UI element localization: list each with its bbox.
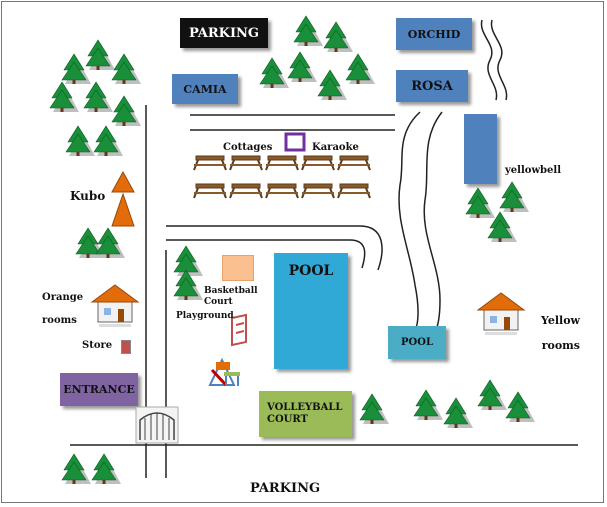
basketball-court-label: Basketball Court: [204, 286, 258, 307]
picnic-table-icon: [337, 155, 371, 171]
pine-tree-icon: [487, 211, 517, 242]
yellowbell-label: yellowbell: [505, 165, 562, 176]
parking-top-label: PARKING: [188, 25, 260, 41]
yellow-rooms-label: Yellow rooms: [540, 314, 580, 352]
cottages-label: Cottages: [223, 142, 273, 153]
river-right: [423, 111, 443, 331]
picnic-table-icon: [193, 183, 227, 199]
pine-tree-icon: [95, 227, 125, 258]
entrance-box: ENTRANCE: [60, 373, 138, 406]
camia-box: CAMIA: [172, 74, 238, 104]
volleyball-court-box: VOLLEYBALL COURT: [259, 391, 352, 437]
pine-tree-icon: [173, 245, 203, 276]
pine-tree-icon: [443, 397, 473, 428]
river-left: [398, 111, 421, 331]
pine-tree-icon: [477, 379, 507, 410]
pine-tree-icon: [293, 15, 323, 46]
pine-tree-icon: [173, 269, 203, 300]
rosa-box: ROSA: [396, 70, 468, 102]
pine-tree-icon: [259, 57, 289, 88]
stream-left: [480, 19, 498, 101]
small-pool-box: POOL: [388, 326, 446, 359]
parking-bottom-label: PARKING: [250, 481, 321, 496]
picnic-table-icon: [337, 183, 371, 199]
karaoke-label: Karaoke: [312, 142, 359, 153]
picnic-table-icon: [229, 155, 263, 171]
pine-tree-icon: [111, 53, 141, 84]
picnic-table-icon: [301, 183, 335, 199]
picnic-table-icon: [265, 155, 299, 171]
pine-tree-icon: [49, 81, 79, 112]
stream-right: [490, 19, 508, 101]
picnic-table-icon: [265, 183, 299, 199]
pine-tree-icon: [359, 393, 389, 424]
playground-label: Playground: [176, 311, 234, 321]
playground-icon: [208, 357, 240, 387]
picnic-table-icon: [193, 155, 227, 171]
volleyball-court-label: VOLLEYBALL COURT: [267, 402, 343, 425]
camia-label: CAMIA: [183, 82, 227, 96]
rosa-label: ROSA: [411, 78, 453, 94]
orange-rooms-label: Orange rooms: [42, 292, 84, 326]
pine-tree-icon: [317, 69, 347, 100]
kubo-icon: [111, 170, 135, 227]
pool-main-label: POOL: [288, 263, 334, 279]
entrance-label: ENTRANCE: [63, 383, 135, 396]
pine-tree-icon: [75, 227, 105, 258]
store-label: Store: [82, 340, 113, 351]
orchid-box: ORCHID: [396, 18, 472, 50]
pine-tree-icon: [65, 125, 95, 156]
pine-tree-icon: [345, 53, 375, 84]
orange-rooms-house-icon: [90, 284, 140, 327]
pine-tree-icon: [61, 53, 91, 84]
pine-tree-icon: [85, 39, 115, 70]
karaoke-icon: [284, 132, 306, 152]
path-curve-outer: [166, 225, 383, 271]
parking-top-box: PARKING: [180, 18, 268, 48]
pine-tree-icon: [93, 125, 123, 156]
pine-tree-icon: [323, 21, 353, 52]
pine-tree-icon: [465, 187, 495, 218]
picnic-table-icon: [229, 183, 263, 199]
pine-tree-icon: [83, 81, 113, 112]
pine-tree-icon: [505, 391, 535, 422]
pine-tree-icon: [111, 95, 141, 126]
pool-main: POOL: [274, 253, 348, 369]
picnic-table-icon: [301, 155, 335, 171]
store-marker: [121, 340, 131, 354]
basketball-court-box: [222, 255, 254, 281]
trees: [49, 15, 535, 484]
orchid-label: ORCHID: [407, 27, 461, 41]
basketball-hoop-icon: [231, 313, 247, 347]
pine-tree-icon: [91, 453, 121, 484]
pine-tree-icon: [499, 181, 529, 212]
yellowbell-building: [464, 114, 497, 184]
small-pool-label: POOL: [401, 337, 433, 348]
pine-tree-icon: [413, 389, 443, 420]
pine-tree-icon: [287, 51, 317, 82]
picnic-tables: [193, 155, 371, 199]
path-curve-inner: [166, 239, 366, 269]
pine-tree-icon: [61, 453, 91, 484]
yellow-rooms-house-icon: [476, 292, 526, 335]
kubo-label: Kubo: [70, 189, 106, 203]
gate-icon: [135, 406, 179, 444]
